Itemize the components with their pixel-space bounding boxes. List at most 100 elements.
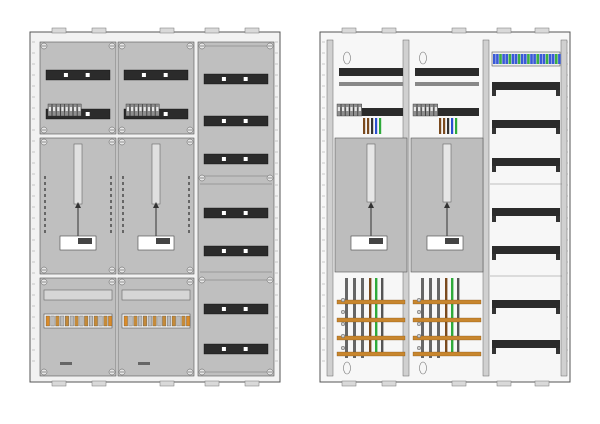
terminal-block — [167, 315, 171, 327]
terminal-block — [133, 315, 138, 327]
terminal-block — [181, 315, 186, 327]
copper-busbar — [336, 335, 406, 341]
vent-mark — [110, 218, 112, 221]
screw-icon — [108, 266, 116, 274]
vent-mark — [122, 230, 124, 233]
vent-mark — [44, 230, 46, 233]
screw-icon — [266, 42, 274, 50]
din-rail-cover — [203, 153, 269, 165]
terminal-block — [176, 315, 181, 327]
terminal-block — [533, 54, 536, 64]
vent-mark — [44, 176, 46, 179]
feed-wire — [451, 118, 454, 134]
terminal-block — [45, 315, 50, 327]
breaker-toggle — [65, 107, 68, 111]
copper-busbar — [412, 299, 482, 305]
rail-window — [221, 211, 226, 215]
meter-label-block — [369, 238, 383, 244]
frame-lug — [204, 27, 220, 34]
vent-mark — [122, 188, 124, 191]
meter-arrow-head — [368, 202, 374, 208]
terminal-block — [545, 54, 549, 64]
breaker-column — [197, 41, 275, 377]
screw-icon — [186, 126, 194, 134]
frame-lug — [496, 380, 512, 387]
din-rail-lip — [415, 82, 479, 86]
breaker-toggle — [434, 107, 437, 111]
rail-window — [243, 119, 248, 123]
breaker-group — [336, 103, 362, 117]
rail-window — [221, 307, 226, 311]
meter-arrow-head — [444, 202, 450, 208]
terminal-block — [527, 54, 530, 64]
screw-icon — [198, 174, 206, 182]
rail-end-stop — [492, 348, 496, 354]
terminal-block — [79, 315, 84, 327]
terminal-block — [511, 54, 515, 64]
terminal-block — [55, 315, 60, 327]
frame-lug — [91, 27, 107, 34]
vent-mark — [122, 224, 124, 227]
breaker-toggle — [358, 107, 361, 111]
breaker-toggle — [147, 107, 150, 111]
breaker-toggle — [426, 107, 429, 111]
screw-icon — [108, 368, 116, 376]
copper-busbar — [412, 351, 482, 357]
feed-wire — [439, 118, 442, 134]
copper-busbar — [336, 317, 406, 323]
rail-window — [243, 307, 248, 311]
breaker-toggle — [53, 107, 56, 111]
din-rail — [492, 340, 560, 348]
meter-label-block — [156, 238, 170, 244]
rail-end-stop — [492, 90, 496, 96]
terminal-block — [74, 315, 79, 327]
rail-end-stop — [556, 166, 560, 172]
vent-mark — [44, 194, 46, 197]
rail-window — [163, 112, 168, 116]
breaker-toggle — [430, 107, 433, 111]
frame-lug — [51, 380, 67, 387]
breaker-toggle — [131, 107, 134, 111]
vent-mark — [188, 194, 190, 197]
din-rail-cover — [45, 69, 111, 81]
din-rail — [492, 208, 560, 216]
din-rail — [492, 120, 560, 128]
vent-mark — [44, 182, 46, 185]
din-rail-lip — [339, 82, 403, 86]
rail-end-stop — [556, 348, 560, 354]
vent-mark — [122, 194, 124, 197]
vent-mark — [110, 200, 112, 203]
terminal-block — [555, 54, 558, 64]
rail-end-stop — [556, 254, 560, 260]
busbar-clamp — [340, 345, 346, 351]
copper-busbar — [336, 299, 406, 305]
phase-wire — [445, 278, 448, 356]
meter-column — [39, 41, 117, 377]
terminal-block — [542, 54, 546, 64]
terminal-block — [517, 54, 521, 64]
mounting-profile — [482, 39, 490, 377]
terminal-block — [128, 315, 133, 327]
vent-mark — [44, 200, 46, 203]
rail-cover-bar — [45, 69, 111, 81]
rail-window — [141, 73, 146, 77]
busbar-clamp — [416, 309, 422, 315]
rail-end-stop — [492, 254, 496, 260]
vent-mark — [188, 176, 190, 179]
busbar-clamp — [416, 333, 422, 339]
screw-icon — [266, 174, 274, 182]
front-view-closed — [29, 27, 281, 387]
vent-mark — [122, 200, 124, 203]
frame-lug — [496, 27, 512, 34]
terminal-block — [98, 315, 103, 327]
frame-lug — [341, 380, 357, 387]
din-rail — [339, 68, 403, 76]
vent-mark — [188, 206, 190, 209]
vent-mark — [44, 218, 46, 221]
terminal-block — [499, 54, 502, 64]
mounting-profile — [326, 39, 334, 377]
meter-arrow-head — [153, 202, 159, 208]
feed-wire — [443, 118, 446, 134]
